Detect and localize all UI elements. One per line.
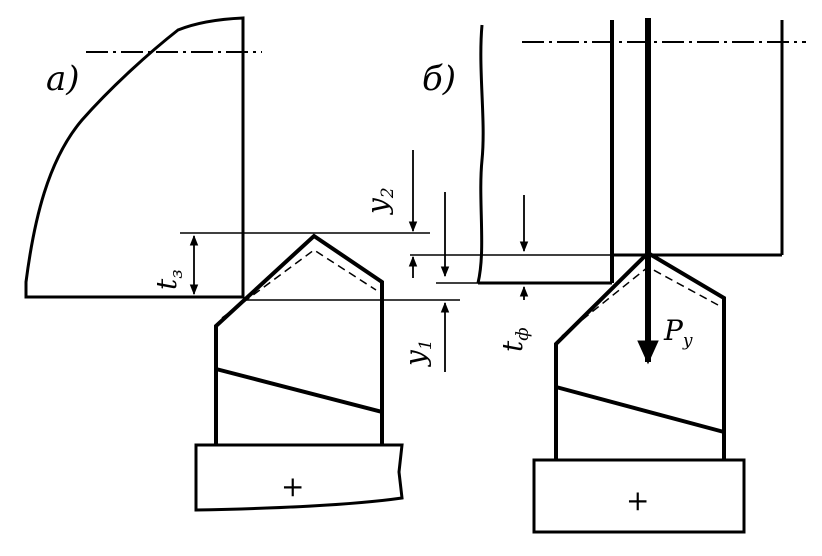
panel-b-tf-label: tф — [496, 327, 533, 352]
panel-b-label: б) — [422, 59, 456, 99]
panel-a-t3-label: tз — [150, 269, 187, 290]
panel-a-label: а) — [46, 59, 80, 99]
svg-text:tф: tф — [496, 327, 533, 352]
panel-a-holder-mark: + — [281, 470, 304, 503]
svg-text:y1: y1 — [399, 339, 436, 368]
panel-b-workpiece-outline — [476, 24, 485, 284]
panel-a-holder — [194, 443, 404, 512]
panel-a-workpiece — [24, 16, 245, 299]
panel-b-holder — [532, 458, 746, 534]
panel-b-force-label: Py — [663, 314, 693, 351]
panel-b: б) y2 y1 tф — [361, 18, 806, 534]
panel-a: а) tз + — [24, 16, 460, 512]
panel-b-y2-label: y2 — [361, 187, 398, 216]
svg-text:y2: y2 — [361, 187, 398, 216]
svg-text:tз: tз — [150, 269, 187, 290]
panel-a-tool — [214, 233, 384, 445]
panel-b-holder-mark: + — [626, 484, 649, 517]
panel-a-y1-label: y1 — [399, 339, 436, 368]
